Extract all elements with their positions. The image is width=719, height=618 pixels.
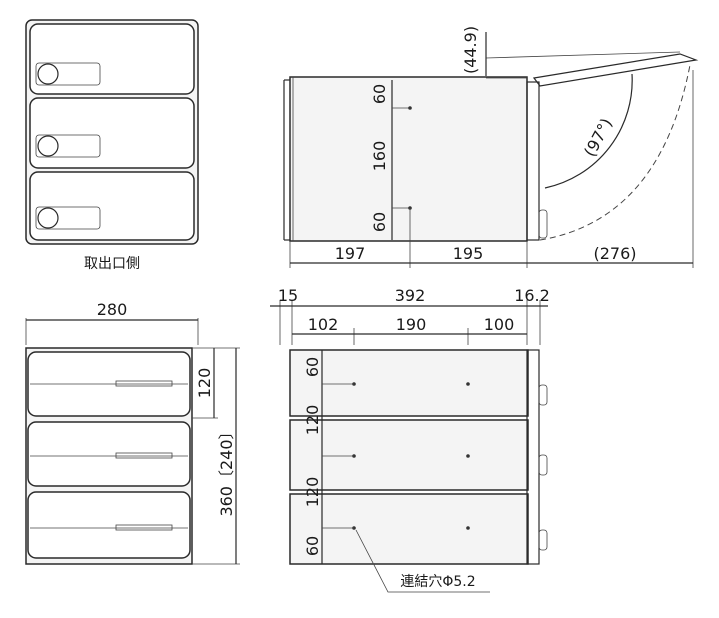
front-door-3 (29, 171, 195, 241)
mount-hole (408, 106, 412, 110)
dim-v-mid: 160 (370, 141, 389, 172)
dim-width: 280 (97, 300, 128, 319)
top-unit-3 (289, 493, 529, 565)
dim-seg-b: 190 (396, 315, 427, 334)
dim-v-120-b: 120 (303, 477, 322, 508)
dim-depth-front: 197 (335, 244, 366, 263)
dim-v-top: 60 (370, 84, 389, 104)
dim-open-angle: (97°) (580, 115, 616, 160)
dim-v-bottom: 60 (303, 536, 322, 556)
mount-hole (466, 382, 470, 386)
top-door-edge (526, 349, 540, 565)
dim-right-offset: 16.2 (514, 286, 550, 305)
lock-icon (37, 63, 59, 85)
elevation-unit-3 (27, 491, 191, 559)
lock-knob (538, 529, 548, 551)
dim-door-swing: (276) (593, 244, 636, 263)
elevation-unit-1 (27, 351, 191, 417)
handle (115, 452, 173, 459)
lock-icon (37, 135, 59, 157)
dim-total-height: 360〔240〕 (217, 423, 236, 516)
dim-total-depth: 392 (395, 286, 426, 305)
dim-v-bottom: 60 (370, 212, 389, 232)
mount-hole (466, 526, 470, 530)
elevation-unit-2 (27, 421, 191, 487)
dim-unit-height: 120 (195, 368, 214, 399)
dim-left-offset: 15 (278, 286, 298, 305)
elevation-view: 280 120 360〔240〕 (25, 300, 240, 565)
side-body (289, 76, 528, 242)
side-lock-knob (538, 209, 548, 239)
lock-knob (538, 384, 548, 406)
name-plate (35, 206, 101, 230)
side-door-edge (526, 81, 540, 241)
hole-note: 連結穴Φ5.2 (400, 574, 475, 590)
handle (115, 380, 173, 387)
front-view: 取出口側 (25, 19, 199, 272)
dim-v-top: 60 (303, 357, 322, 377)
front-door-2 (29, 97, 195, 169)
front-view-caption: 取出口側 (84, 256, 140, 272)
name-plate (35, 134, 101, 158)
dim-top-offset: (44.9) (461, 26, 480, 74)
front-door-1 (29, 23, 195, 95)
hole-note-leader (355, 529, 490, 593)
dim-depth-back: 195 (453, 244, 484, 263)
name-plate (35, 62, 101, 86)
top-view: 15 392 16.2 102 190 100 60 120 120 60 (270, 286, 550, 593)
door-swing-path (539, 64, 691, 241)
dim-seg-c: 100 (484, 315, 515, 334)
lock-knob (538, 454, 548, 476)
open-door (532, 53, 699, 87)
top-unit-2 (289, 419, 529, 491)
handle (115, 524, 173, 531)
mount-hole (466, 454, 470, 458)
angle-arc (544, 73, 633, 189)
top-unit-1 (289, 349, 529, 417)
dim-v-120-a: 120 (303, 405, 322, 436)
side-view: (44.9) (97°) 60 160 60 197 195 (276) (283, 26, 699, 268)
lock-icon (37, 207, 59, 229)
dim-seg-a: 102 (308, 315, 339, 334)
